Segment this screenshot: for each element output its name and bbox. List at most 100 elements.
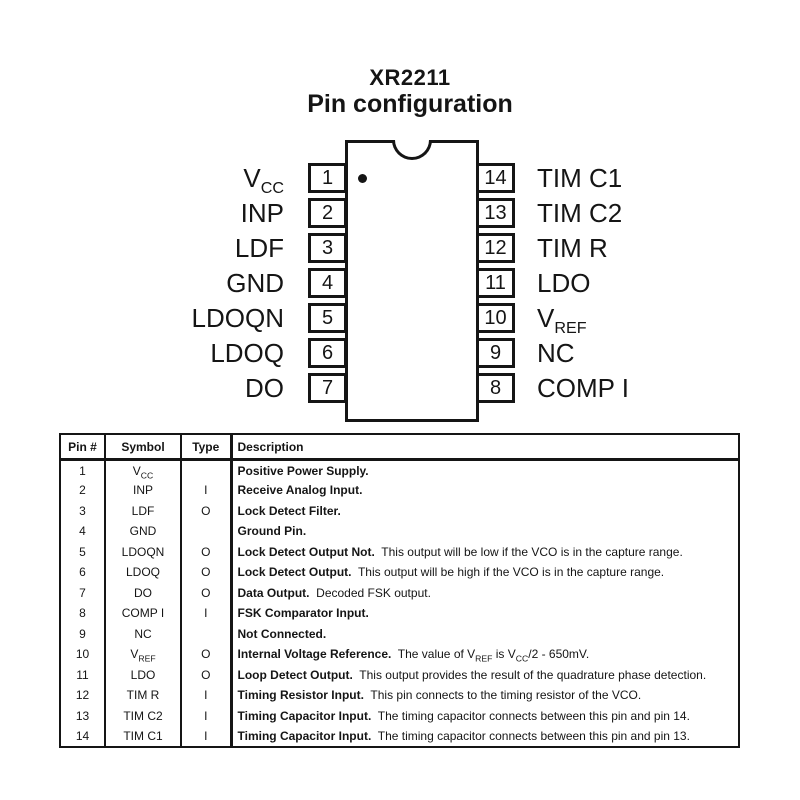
table-row: 9 NC Not Connected. [60,623,739,644]
cell-pin: 6 [79,565,86,580]
pin-box-6: 6 [308,338,347,368]
cell-type: I [180,603,231,624]
description-text: Decoded FSK output. [309,585,431,600]
symbol-text: V [132,463,141,478]
cell-description: Receive Analog Input. [229,480,739,501]
cell-symbol: TIM R [104,685,181,706]
description-bold: Lock Detect Output. [237,565,352,580]
cell-symbol: DO [104,582,181,603]
cell-description: Timing Capacitor Input. The timing capac… [229,726,739,747]
symbol-text: GND [129,524,157,539]
column-header-type: Type [180,434,231,461]
description-subscript: REF [475,653,493,664]
pin-number: 11 [485,272,506,294]
cell-description: Loop Detect Output. This output provides… [229,664,739,685]
pin-number: 12 [484,237,507,259]
description-bold: Not Connected. [237,626,327,641]
description-bold: Timing Capacitor Input. [237,728,372,743]
cell-description: Data Output. Decoded FSK output. [229,582,739,603]
pin-number: 6 [321,342,334,364]
pin-label-ldo: LDO [537,266,590,300]
symbol-text: TIM C1 [123,728,163,743]
pin-label-vcc: VCC [243,161,284,196]
table-header-row: Pin # Symbol Type Description [60,434,739,461]
cell-symbol: LDO [104,664,181,685]
pin-number: 13 [484,202,507,224]
pin-box-2: 2 [308,198,347,228]
cell-symbol: INP [104,480,181,501]
cell-pin: 3 [79,503,86,518]
pin-label-text: LDF [234,233,284,263]
cell-symbol: LDF [104,500,181,521]
cell-description: Lock Detect Output. This output will be … [229,562,739,583]
description-subscript: CC [515,653,529,664]
description-text: This pin connects to the timing resistor… [363,688,642,703]
description-bold: Receive Analog Input. [237,483,363,498]
description-bold: Loop Detect Output. [237,667,353,682]
pin-label-nc: NC [537,336,575,370]
pin-label-text: GND [226,268,284,298]
description-bold: Internal Voltage Reference. [237,647,392,662]
description-text: The value of V [391,647,476,662]
pin-label-subscript: REF [554,319,587,338]
cell-description: Positive Power Supply. [229,459,739,480]
cell-symbol: LDOQN [104,541,181,562]
cell-pin: 2 [79,483,86,498]
description-bold: FSK Comparator Input. [237,606,369,621]
symbol-text: TIM R [126,688,160,703]
cell-description: Not Connected. [229,623,739,644]
cell-symbol: COMP I [104,603,181,624]
pin-box-1: 1 [308,163,347,193]
description-text: The timing capacitor connects between th… [371,728,690,743]
pin-number: 3 [321,237,334,259]
symbol-text: LDOQN [121,544,165,559]
pin-label-compi: COMP I [537,371,629,405]
cell-description: Ground Pin. [229,521,739,542]
cell-description: Internal Voltage Reference. The value of… [229,644,739,665]
chip-name: XR2211 [369,65,451,90]
pin-box-5: 5 [308,303,347,333]
description-text: /2 - 650mV. [528,647,590,662]
cell-type: O [180,541,231,562]
pin-label-text: DO [245,373,284,403]
description-text: This output will be high if the VCO is i… [351,565,665,580]
pin-label-text: V [243,163,261,193]
table-row: 12 TIM R I Timing Resistor Input. This p… [60,685,739,706]
symbol-text: INP [132,483,153,498]
pin-label-timc1: TIM C1 [537,161,622,195]
pin-label-timc2: TIM C2 [537,196,622,230]
notch-icon [392,140,432,160]
pin-box-4: 4 [308,268,347,298]
table-row: 11 LDO O Loop Detect Output. This output… [60,664,739,685]
cell-pin: 4 [79,524,86,539]
cell-symbol: TIM C2 [104,705,181,726]
table-row: 13 TIM C2 I Timing Capacitor Input. The … [60,705,739,726]
pin-number: 2 [321,202,334,224]
symbol-text: LDO [130,667,156,682]
cell-symbol: LDOQ [104,562,181,583]
cell-type [180,521,231,542]
pin-label-text: LDOQN [191,303,284,333]
table-row: 10 VREF O Internal Voltage Reference. Th… [60,644,739,665]
cell-pin: 10 [75,647,90,662]
cell-pin: 11 [76,667,89,682]
cell-pin: 7 [79,585,86,600]
pin-label-ldoq: LDOQ [210,336,284,370]
symbol-text: V [130,647,139,662]
pin-number: 7 [321,377,334,399]
pin-box-11: 11 [476,268,515,298]
pin-label-text: TIM C1 [537,163,623,193]
cell-pin: 9 [79,626,86,641]
page-title: XR2211 Pin configuration [160,65,660,119]
description-bold: Lock Detect Output Not. [237,544,375,559]
cell-pin: 1 [79,463,86,478]
pin-box-3: 3 [308,233,347,263]
symbol-text: LDF [131,503,155,518]
cell-description: Timing Resistor Input. This pin connects… [229,685,739,706]
cell-symbol: TIM C1 [104,726,181,747]
description-bold: Timing Resistor Input. [237,688,364,703]
cell-description: Timing Capacitor Input. The timing capac… [229,705,739,726]
symbol-text: TIM C2 [123,708,163,723]
pin-label-gnd: GND [226,266,284,300]
